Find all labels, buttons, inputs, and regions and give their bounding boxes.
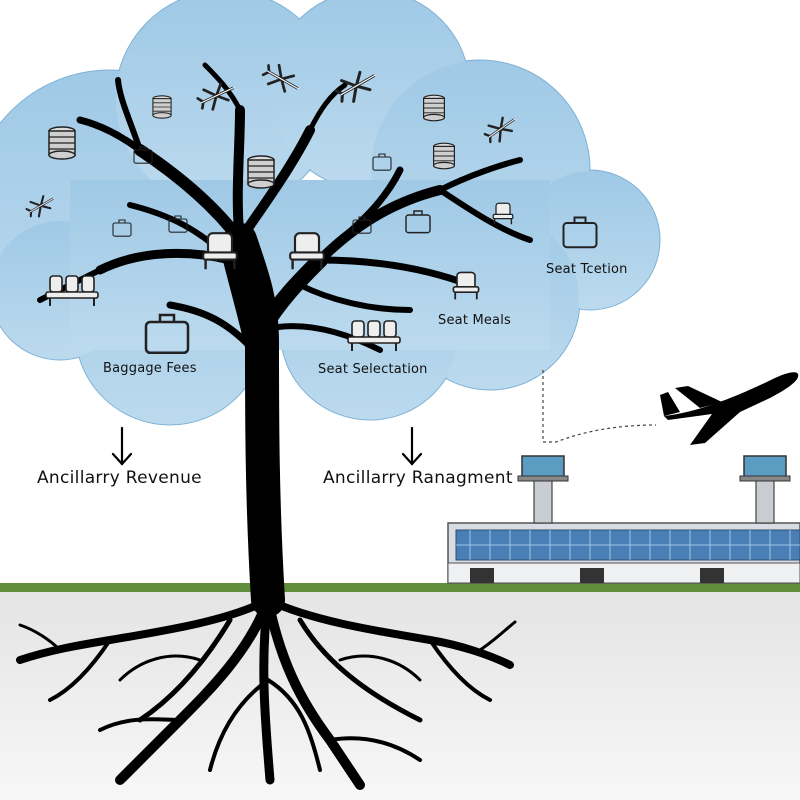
tree (37, 62, 533, 617)
label-ancillary-ranagment: Ancillarry Ranagment (323, 468, 513, 488)
label-seat-selection: Seat Selectation (318, 362, 428, 377)
coins-icon (247, 155, 275, 189)
control-tower-left (517, 455, 569, 524)
label-seat-tcetion: Seat Tcetion (546, 262, 628, 277)
coins-icon (152, 95, 172, 119)
tree-roots (16, 595, 517, 790)
departing-airplane-icon (660, 372, 799, 445)
grass-strip (0, 583, 800, 592)
airport-terminal (447, 522, 800, 584)
coins-icon (433, 142, 455, 170)
control-tower-right (739, 455, 791, 524)
dotted-connector (542, 370, 657, 443)
coins-icon (48, 126, 76, 160)
ground (0, 590, 800, 800)
label-ancillary-revenue: Ancillarry Revenue (37, 468, 202, 488)
down-arrow-right (401, 426, 423, 466)
label-baggage-fees: Baggage Fees (103, 361, 197, 376)
down-arrow-left (111, 426, 133, 466)
coins-icon (423, 94, 445, 122)
label-seat-meals: Seat Meals (438, 313, 512, 328)
